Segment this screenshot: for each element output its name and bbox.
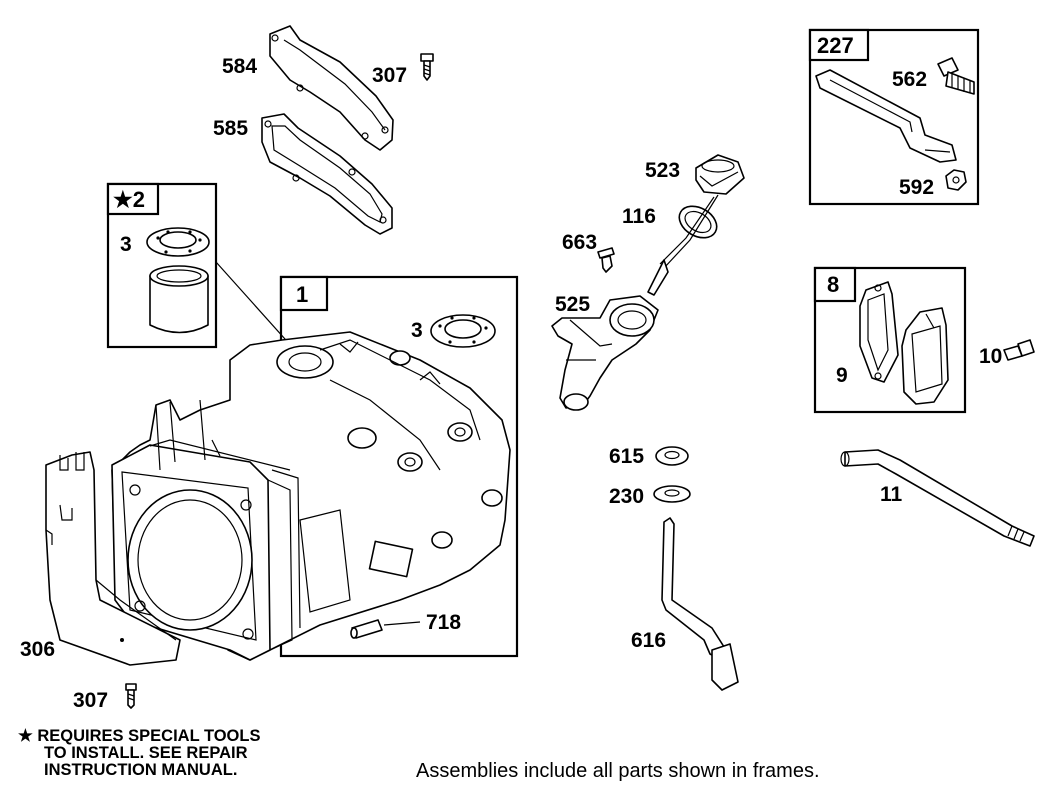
part-227-bracket — [815, 69, 957, 163]
part-9-gasket — [859, 281, 899, 383]
part-615-washer — [655, 446, 689, 466]
label-10: 10 — [979, 345, 1003, 368]
frame-star2-tag: ★2 — [113, 187, 145, 212]
caption: Assemblies include all parts shown in fr… — [416, 760, 820, 782]
part-718-pin — [350, 619, 421, 639]
part-3-seal-block — [430, 314, 496, 348]
part-116-oring — [678, 205, 718, 239]
label-3-seal: 3 — [120, 233, 132, 256]
label-525: 525 — [555, 293, 591, 316]
part-592-nut — [945, 169, 967, 191]
part-585-gasket — [261, 113, 393, 235]
label-306: 306 — [20, 638, 56, 661]
label-3-block: 3 — [411, 319, 423, 342]
part-562-bolt — [937, 57, 975, 95]
label-718: 718 — [426, 611, 462, 634]
part-523-cap — [695, 154, 745, 195]
label-307-bottom: 307 — [73, 689, 109, 712]
part-307-screw-top — [420, 53, 434, 81]
label-116: 116 — [622, 205, 656, 228]
note-line-3: INSTRUCTION MANUAL. — [44, 761, 238, 779]
label-562: 562 — [892, 68, 928, 91]
label-615: 615 — [609, 445, 645, 468]
note-line-1: ★ REQUIRES SPECIAL TOOLS — [18, 727, 261, 745]
label-616: 616 — [631, 629, 667, 652]
label-585: 585 — [213, 117, 249, 140]
part-bushing — [149, 265, 209, 334]
note-line-2: TO INSTALL. SEE REPAIR — [44, 744, 248, 762]
label-9: 9 — [836, 364, 848, 387]
frame-8-tag: 8 — [827, 272, 840, 297]
frame-227 — [808, 28, 980, 206]
label-584: 584 — [222, 55, 258, 78]
label-11: 11 — [880, 483, 903, 506]
part-230-washer — [653, 485, 691, 503]
part-584-plate — [269, 25, 394, 151]
label-663: 663 — [562, 231, 598, 254]
part-663-screw — [597, 247, 615, 273]
part-3-seal — [146, 227, 210, 257]
frame-block-tag: 1 — [296, 282, 309, 307]
part-11-rod — [840, 449, 1035, 547]
part-dipstick — [647, 194, 719, 296]
label-230: 230 — [609, 485, 645, 508]
part-10-screw — [1003, 339, 1035, 361]
part-525-fill-tube — [551, 295, 659, 411]
label-307-top: 307 — [372, 64, 408, 87]
frame-8 — [813, 266, 967, 414]
part-breather-cover — [901, 307, 949, 405]
part-616-link — [661, 517, 739, 691]
label-523: 523 — [645, 159, 681, 182]
part-306-baffle — [45, 451, 181, 666]
frame-227-tag: 227 — [817, 33, 854, 58]
label-592: 592 — [899, 176, 935, 199]
frame-star2 — [106, 182, 218, 349]
part-307-screw-bottom — [125, 683, 137, 709]
part-1-cylinder-block — [111, 331, 511, 661]
